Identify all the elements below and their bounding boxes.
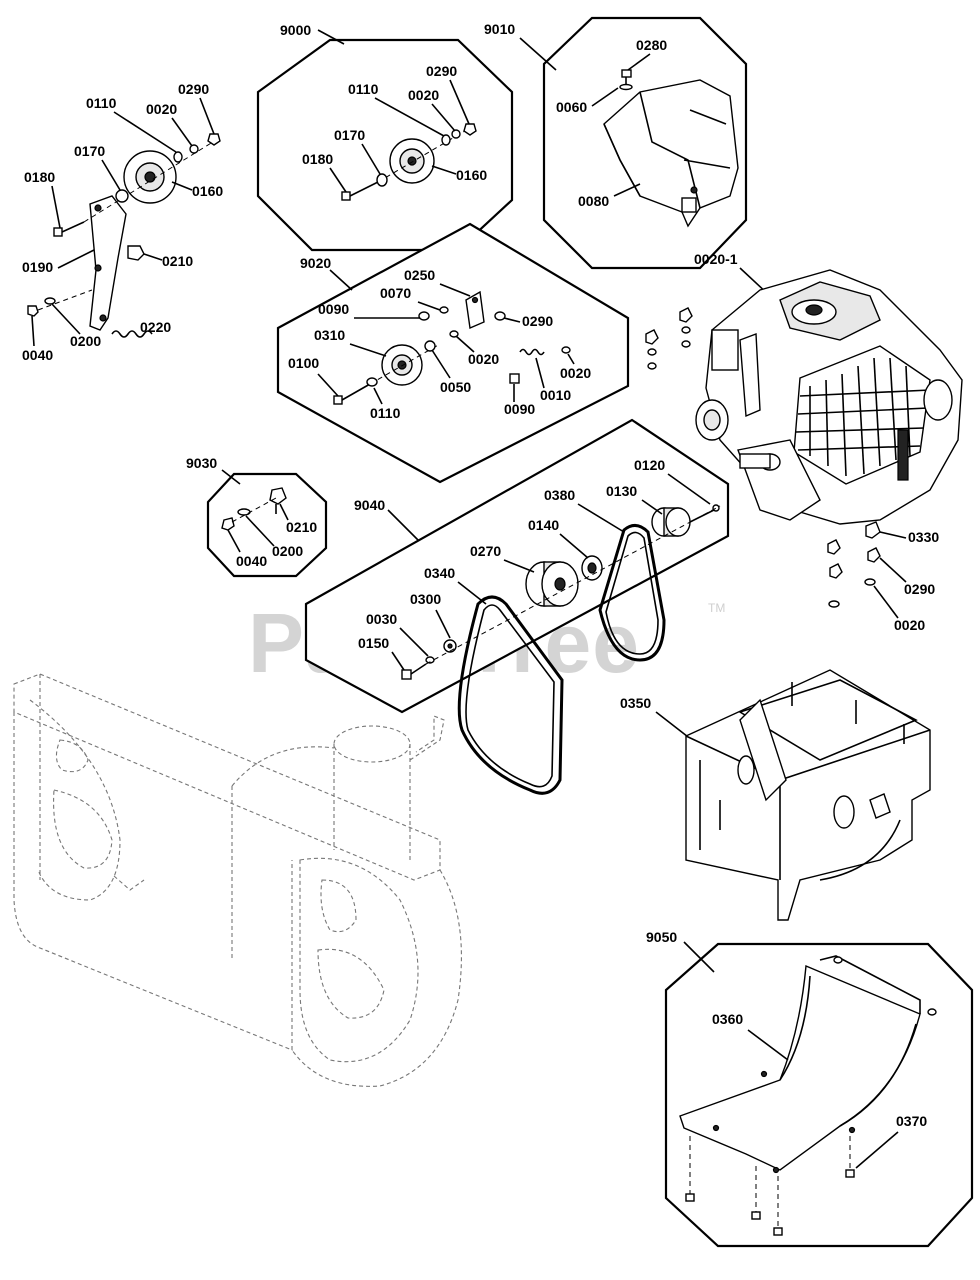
label-0360: 0360 [712,1011,743,1027]
label-0020: 0020 [560,365,591,381]
label-0220: 0220 [140,319,171,335]
label-0030: 0030 [366,611,397,627]
label-0050: 0050 [440,379,471,395]
label-0290: 0290 [426,63,457,79]
label-0110: 0110 [86,95,117,111]
label-0080: 0080 [578,193,609,209]
label-0180: 0180 [302,151,333,167]
label-0120: 0120 [634,457,665,473]
label-0070: 0070 [380,285,411,301]
label-0210: 0210 [162,253,193,269]
label-0200: 0200 [70,333,101,349]
group-9050[interactable]: 9050 0360 0370 [646,929,974,1248]
group-9020[interactable]: 9020 0250 0070 0090 0290 0310 0100 00 [276,222,630,484]
label-0040: 0040 [236,553,267,569]
label-0160: 0160 [456,167,487,183]
group-9010[interactable]: 9010 0280 0060 0080 [484,16,748,270]
label-0210: 0210 [286,519,317,535]
label-0340: 0340 [424,565,455,581]
idler-bracket-assembly[interactable]: 0290 0110 0020 0170 0180 0160 0190 0210 … [22,81,223,363]
label-0010: 0010 [540,387,571,403]
label-0310: 0310 [314,327,345,343]
label-0150: 0150 [358,635,389,651]
label-0250: 0250 [404,267,435,283]
label-0330: 0330 [908,529,939,545]
watermark-trademark: TM [708,601,725,615]
label-0020: 0020 [146,101,177,117]
label-0100: 0100 [288,355,319,371]
group-9030[interactable]: 9030 0210 0200 0040 [186,455,328,578]
label-0350: 0350 [620,695,651,711]
label-0290: 0290 [904,581,935,597]
auger-housing-ghost [13,673,462,1087]
engine-assembly[interactable]: 0020-1 [645,251,963,633]
group-9040-label: 9040 [354,497,385,513]
label-0090: 0090 [318,301,349,317]
label-0060: 0060 [556,99,587,115]
label-0380: 0380 [544,487,575,503]
label-0140: 0140 [528,517,559,533]
label-0130: 0130 [606,483,637,499]
label-0020: 0020 [894,617,925,633]
label-0280: 0280 [636,37,667,53]
label-0110: 0110 [370,405,401,421]
label-0300: 0300 [410,591,441,607]
label-0290: 0290 [522,313,553,329]
label-0020: 0020 [468,351,499,367]
label-0290: 0290 [178,81,209,97]
label-0090: 0090 [504,401,535,417]
label-0020-1: 0020-1 [694,251,738,267]
group-9000-label: 9000 [280,22,311,38]
label-0170: 0170 [334,127,365,143]
label-0190: 0190 [22,259,53,275]
label-0020: 0020 [408,87,439,103]
frame-0350[interactable]: 0350 [620,669,931,921]
label-0160: 0160 [192,183,223,199]
group-9000[interactable]: 9000 0110 0020 0290 0170 0180 0160 [256,22,514,252]
group-9030-label: 9030 [186,455,217,471]
label-0110: 0110 [348,81,379,97]
label-0200: 0200 [272,543,303,559]
label-0040: 0040 [22,347,53,363]
group-9020-label: 9020 [300,255,331,271]
label-0170: 0170 [74,143,105,159]
label-0180: 0180 [24,169,55,185]
label-0270: 0270 [470,543,501,559]
group-9050-label: 9050 [646,929,677,945]
group-9040[interactable]: 9040 0120 0130 0380 0140 [304,418,730,795]
label-0370: 0370 [896,1113,927,1129]
group-9010-label: 9010 [484,21,515,37]
